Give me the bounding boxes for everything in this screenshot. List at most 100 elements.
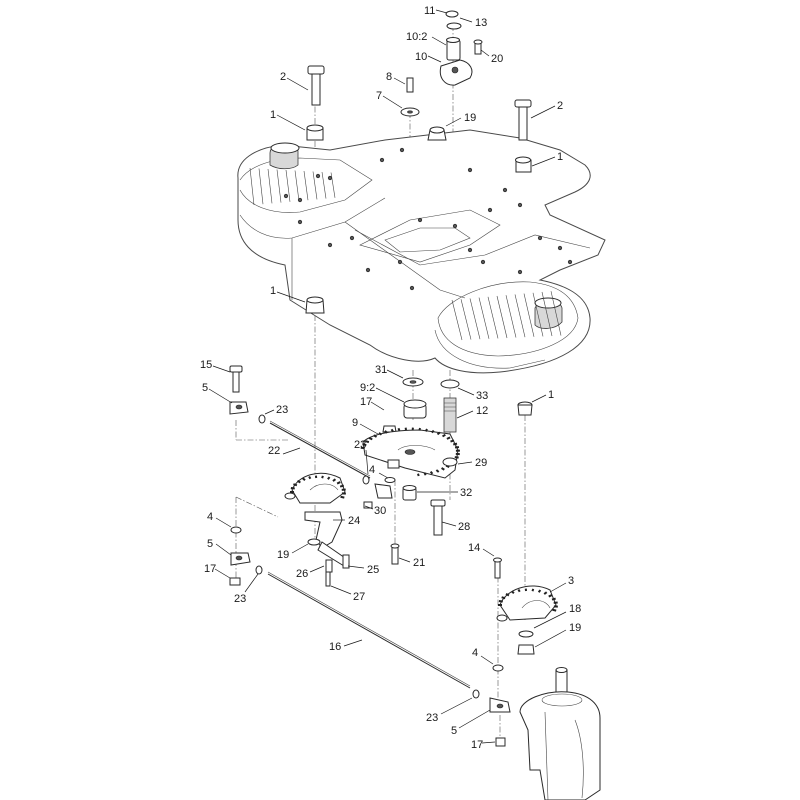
- washer-hole: [409, 380, 417, 384]
- upper-fasteners: [305, 65, 532, 314]
- frame-hole: [327, 242, 333, 248]
- frame-rib: [276, 169, 282, 203]
- washer-part-4: [384, 477, 396, 483]
- callout: 12: [456, 405, 488, 419]
- callout-label: 21: [413, 557, 425, 569]
- screw-part-8: [406, 77, 414, 93]
- bolt-part-28: [433, 504, 443, 536]
- frame-hole: [397, 259, 403, 265]
- callout-label: 12: [476, 405, 488, 417]
- rod-end-part-30: [374, 483, 393, 499]
- bushing-top: [306, 124, 324, 132]
- gear-tooth: [551, 597, 556, 601]
- callout: 8: [386, 71, 406, 85]
- callout: 10:2: [406, 31, 447, 46]
- spacer-top: [402, 485, 417, 491]
- callout: 17: [471, 739, 496, 751]
- left-linkage: [229, 365, 400, 587]
- gear-tooth: [397, 427, 401, 431]
- callout-label: 1: [270, 109, 276, 121]
- callout: 3: [549, 575, 574, 593]
- gear-tooth: [340, 495, 345, 499]
- callout-label: 4: [369, 464, 375, 476]
- callout: 23: [234, 573, 259, 605]
- center-pocket: [359, 209, 501, 263]
- frame-hole: [517, 269, 523, 275]
- frame-rib: [267, 168, 273, 204]
- nut-part-26: [325, 559, 333, 573]
- gear-tooth: [543, 591, 548, 595]
- gear-tooth: [378, 432, 383, 436]
- callout: 32: [417, 487, 472, 499]
- gear-slot: [521, 600, 551, 609]
- nut-part-23: [255, 565, 263, 575]
- gear-tooth: [365, 440, 370, 444]
- frame-hole: [467, 167, 473, 173]
- frame-hole: [399, 147, 405, 153]
- gear-tooth: [390, 428, 394, 433]
- callout-label: 22: [268, 445, 280, 457]
- frame-hole: [349, 235, 355, 241]
- frame-rib: [487, 296, 499, 339]
- callout-label: 3: [568, 575, 574, 587]
- gear-tooth: [296, 479, 301, 484]
- frame-hole: [365, 267, 371, 273]
- callout-label: 13: [475, 17, 487, 29]
- gear-tooth: [453, 442, 458, 446]
- callout: 4: [207, 511, 232, 528]
- frame-holes: [283, 147, 573, 291]
- screw-head: [390, 543, 400, 549]
- bolt-part-15: [232, 369, 240, 393]
- callout: 19: [277, 543, 309, 561]
- callout: 23: [264, 404, 288, 416]
- frame-hole: [567, 259, 573, 265]
- gear-tooth: [417, 473, 420, 477]
- callout-label: 18: [569, 603, 581, 615]
- callout-label: 2: [280, 71, 286, 83]
- sector-slot: [397, 445, 436, 451]
- callout: 19: [534, 622, 581, 648]
- frame-hole: [315, 173, 321, 179]
- callout-label: 5: [451, 725, 457, 737]
- gear-tooth: [373, 434, 378, 438]
- gear-tooth: [362, 443, 367, 447]
- gear-tooth: [327, 476, 331, 480]
- callout: 33: [457, 387, 488, 402]
- right-pod-top: [437, 281, 579, 357]
- pivot-hole: [451, 66, 459, 74]
- callout-label: 19: [277, 549, 289, 561]
- callout: 5: [451, 709, 491, 737]
- nut-part-23: [362, 475, 370, 485]
- nut-part-19: [307, 538, 321, 546]
- callout-label: 20: [491, 53, 503, 65]
- frame-hole: [487, 207, 493, 213]
- nut-part-19: [517, 644, 535, 655]
- caster-stem-top: [555, 667, 568, 673]
- bushing-top: [515, 156, 531, 164]
- washer-part-4: [492, 664, 504, 672]
- frame-rib: [478, 297, 490, 339]
- gear-tooth: [308, 475, 312, 480]
- shaft-spline: [444, 402, 456, 412]
- frame-hole: [409, 285, 415, 291]
- callout: 5: [207, 538, 232, 556]
- frame-outline: [237, 129, 606, 374]
- caster-fork-edge: [574, 719, 584, 799]
- nut-top: [429, 126, 445, 134]
- bolt-head: [493, 557, 502, 563]
- gear-tooth: [436, 431, 441, 436]
- frame-rib: [258, 168, 264, 205]
- bolt-head: [514, 99, 532, 108]
- gear-tooth: [424, 428, 428, 432]
- callout: 1: [270, 109, 306, 131]
- frame-rib: [330, 172, 336, 198]
- callout-label: 23: [276, 404, 288, 416]
- right-pod-edge: [434, 329, 546, 369]
- bolt-head: [229, 365, 243, 373]
- nut-part-23: [472, 689, 480, 699]
- gear-tooth: [384, 430, 388, 434]
- frame-hole: [467, 247, 473, 253]
- pinion-slot: [309, 483, 339, 491]
